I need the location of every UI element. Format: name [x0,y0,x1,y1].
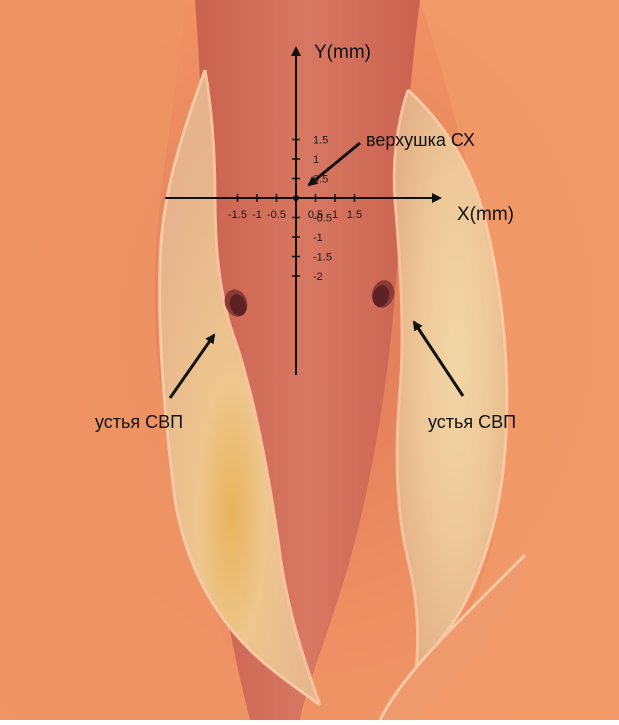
y-tick-label: -1 [313,232,323,244]
y-tick-label: -2 [313,271,323,283]
apex-label: верхушка СХ [366,130,475,150]
x-tick-label: 1.5 [347,209,362,221]
y-tick-label: -0.5 [313,213,332,225]
origin-point [293,195,299,201]
x-tick-label: -1 [252,209,262,221]
y-tick-label: 1.5 [313,135,328,147]
x-tick-label: -0.5 [267,209,286,221]
y-tick-label: 1 [313,154,319,166]
y-tick-label: -1.5 [313,252,332,264]
ostium-left-label: устья СВП [95,412,183,432]
x-tick-label: -1.5 [228,209,247,221]
x-axis-title: X(mm) [457,204,514,225]
x-tick-label: 1 [332,209,338,221]
ostium-right-label: устья СВП [428,412,516,432]
y-axis-title: Y(mm) [314,42,371,63]
